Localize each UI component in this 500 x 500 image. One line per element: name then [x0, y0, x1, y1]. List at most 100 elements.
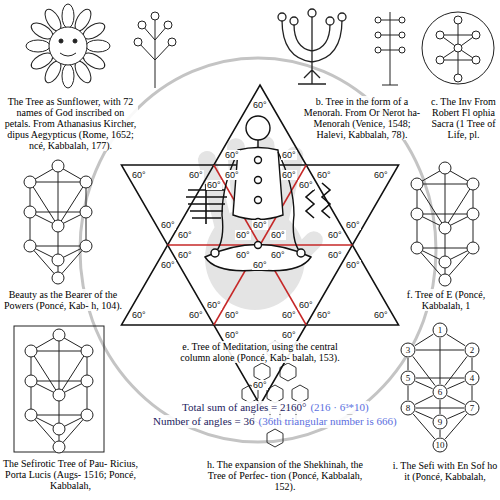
tree-path-line — [415, 411, 432, 419]
sefirah-number: 1 — [438, 325, 443, 335]
angle-label: 60° — [224, 150, 240, 160]
tree-path — [447, 396, 465, 405]
tree-path — [416, 408, 464, 409]
angle-label: 60° — [252, 100, 268, 110]
circle-outline — [465, 343, 479, 357]
menorah-tree — [278, 9, 346, 84]
sefirah-number: 6 — [438, 387, 443, 397]
menorah-tree — [278, 13, 286, 21]
inverted-tree — [440, 20, 476, 78]
tree-path — [447, 381, 464, 389]
tree-path-line — [408, 386, 409, 400]
angle-label: 60° — [131, 310, 147, 320]
inverted-tree — [422, 12, 494, 84]
angle-label: 60° — [281, 310, 297, 320]
angle-formula: (216 · 6³*10) — [310, 401, 368, 414]
tree-path-line — [447, 381, 464, 389]
sefirah-circle: 3 — [400, 342, 416, 358]
angle-label: 60° — [316, 170, 332, 180]
plant-tree — [164, 21, 172, 29]
circle-outline — [433, 323, 447, 337]
beauty-tree — [24, 160, 92, 284]
angle-formula: Total sum of angles = 2160° — [182, 401, 306, 414]
angle-label: 60° — [252, 220, 268, 230]
plant-tree — [134, 12, 176, 88]
angle-label: 60° — [270, 230, 286, 240]
plant-tree — [168, 38, 176, 46]
tree-path — [415, 381, 432, 389]
sefirah-circle: 7 — [464, 400, 480, 416]
angle-label: 60° — [345, 220, 361, 230]
sefirah-number: 7 — [470, 403, 475, 413]
tree-path-line — [413, 414, 435, 439]
angle-label: 60° — [160, 260, 176, 270]
sefirah-circle: 10 — [432, 437, 448, 453]
hexagram — [121, 165, 398, 405]
sefirah-number: 10 — [436, 440, 445, 450]
angle-label: 60° — [160, 220, 176, 230]
angle-label: 60° — [224, 310, 240, 320]
shekhinah-honeycomb — [254, 363, 270, 381]
inverted-tree — [454, 44, 462, 52]
angle-label: 60° — [298, 180, 314, 190]
plant-tree — [151, 12, 159, 20]
tree-path-line — [415, 334, 433, 346]
angle-label: 60° — [206, 300, 222, 310]
sefirah-circle: 8 — [400, 400, 416, 416]
angle-label: 60° — [224, 330, 240, 340]
sefirah-circle: 1 — [432, 322, 448, 338]
tree-path-line — [447, 334, 465, 346]
sefirah-circle: 2 — [464, 342, 480, 358]
small-tree — [399, 32, 405, 38]
sefirah-number: 9 — [438, 417, 443, 427]
sefirah-number: 4 — [470, 373, 475, 383]
small-tree — [375, 32, 381, 38]
sefirah-number: 3 — [406, 345, 411, 355]
inverted-tree — [422, 12, 494, 84]
meditating-figure — [257, 140, 258, 148]
sunflower-tree — [86, 40, 110, 52]
tree-path-line — [416, 408, 464, 409]
angle-label: 60° — [373, 170, 389, 180]
sunflower-tree — [73, 39, 77, 43]
circle-outline — [433, 385, 447, 399]
tree-path — [447, 411, 464, 419]
angle-label: 60° — [270, 250, 286, 260]
tree-of-e — [411, 162, 479, 286]
meditating-figure — [255, 197, 262, 204]
menorah-tree — [308, 9, 316, 17]
circle-outline — [433, 438, 447, 452]
angle-label: 60° — [298, 300, 314, 310]
circle-outline — [465, 401, 479, 415]
tree-frame — [14, 326, 104, 452]
angle-label: 60° — [252, 260, 268, 270]
tree-path — [472, 386, 473, 400]
menorah-tree — [282, 16, 342, 84]
tree-path — [440, 338, 441, 384]
menorah-tree — [290, 17, 298, 25]
tree-path-line — [408, 358, 409, 370]
figure-caption: h. The expansion of the Shekhinah, the T… — [205, 459, 365, 492]
plant-tree — [134, 38, 142, 46]
tree-path-line — [440, 338, 441, 384]
angle-formula: (36th triangular number is 666) — [259, 415, 397, 428]
tree-path-line — [447, 396, 465, 405]
tree-path — [415, 396, 433, 405]
angle-label: 60° — [188, 170, 204, 180]
figure-caption: f. Tree of E (Poncé, Kabbalah, 1 — [394, 289, 498, 311]
meditating-figure — [255, 177, 262, 184]
small-tree — [375, 47, 381, 53]
circle-outline — [401, 343, 415, 357]
angle-label: 60° — [252, 380, 268, 390]
sunflower-tree — [26, 40, 50, 52]
tree-path — [408, 386, 409, 400]
meditating-figure — [233, 148, 283, 220]
angle-label: 60° — [177, 230, 193, 240]
meditating-figure — [205, 116, 311, 271]
figure-caption: The Sefirotic Tree of Pau- Ricius, Porta… — [3, 458, 138, 491]
menorah-tree — [338, 13, 346, 21]
tree-path — [440, 430, 441, 437]
circle-outline — [401, 401, 415, 415]
sefirah-circle: 6 — [432, 384, 448, 400]
inverted-tree — [436, 31, 444, 39]
